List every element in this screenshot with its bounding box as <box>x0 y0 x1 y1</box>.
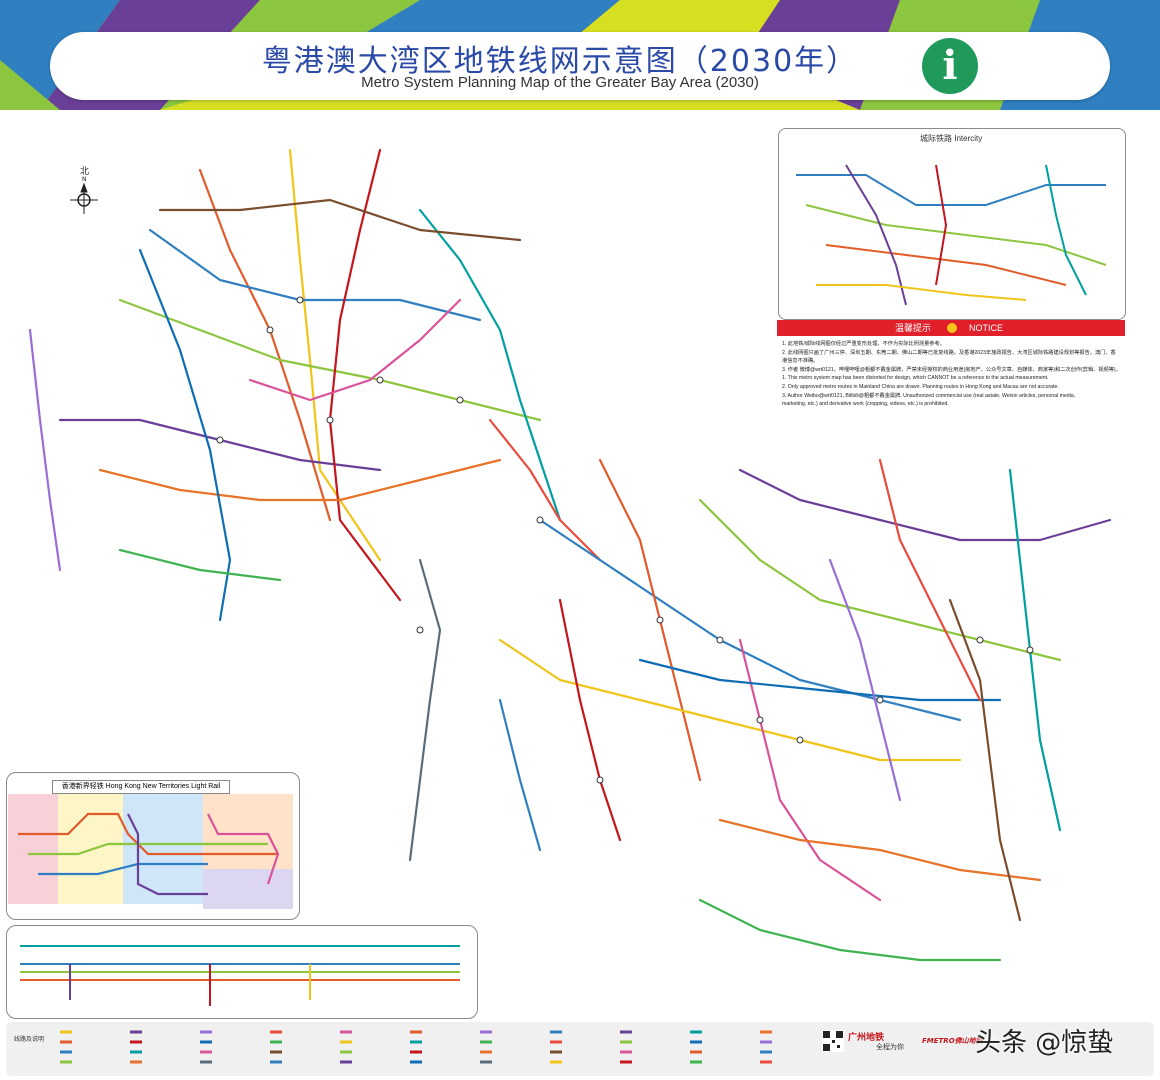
interchange-station <box>756 716 764 724</box>
north-label-en: N <box>82 176 87 183</box>
page-subtitle: Metro System Planning Map of the Greater… <box>361 74 759 91</box>
metro-line <box>718 818 1042 882</box>
intercity-line <box>935 164 948 286</box>
metro-line <box>28 328 62 572</box>
interchange-station <box>716 636 724 644</box>
interchange-station <box>876 696 884 704</box>
notice-line: 2. 此线网图只画了广州三停、深圳五期、东莞二期、佛山二期等已批复线路，及香港2… <box>782 349 1116 356</box>
notice-header: 温馨提示 NOTICE <box>777 320 1125 336</box>
notice-title-en: NOTICE <box>969 323 1004 333</box>
metro-line <box>828 558 902 802</box>
foshan-metro-logo: FMETRO佛山地铁 <box>922 1037 983 1045</box>
page-title: 粤港澳大湾区地铁线网示意图（2030年） <box>261 44 859 79</box>
metro-line <box>698 898 1002 962</box>
metro-line <box>498 638 962 762</box>
interchange-station <box>416 626 424 634</box>
metro-line <box>408 558 442 862</box>
intercity-line <box>816 284 1027 301</box>
north-label: 北 <box>80 167 90 177</box>
interchange-station <box>296 296 304 304</box>
interchange-station <box>656 616 664 624</box>
interchange-station <box>326 416 334 424</box>
intercity-line <box>825 244 1067 286</box>
guangzhou-metro-slogan: 全程为你 <box>876 1043 904 1051</box>
hk-light-rail-map <box>8 794 293 909</box>
legend-bar <box>6 1022 1154 1076</box>
intercity-map <box>796 164 1107 306</box>
metro-line <box>878 458 982 702</box>
intercity-line <box>796 174 1106 206</box>
metro-line <box>738 638 882 902</box>
hk-light-rail-title: 香港新界轻铁 Hong Kong New Territories Light R… <box>52 780 230 794</box>
metro-line <box>328 148 402 602</box>
metro-line <box>418 208 562 522</box>
metro-line <box>488 418 602 562</box>
legend-label: 线路及说明 <box>14 1037 45 1043</box>
notice-line: 2. Only approved metro routes in Mainlan… <box>782 383 1059 390</box>
interchange-station <box>796 736 804 744</box>
notice-line: 1. This metro system map has been distor… <box>782 375 1049 382</box>
interchange-station <box>596 776 604 784</box>
line-legend <box>60 1030 772 1064</box>
metro-line <box>198 168 332 522</box>
interchange-station <box>216 436 224 444</box>
intercity-title: 城际铁路 Intercity <box>920 134 983 143</box>
interchange-station <box>536 516 544 524</box>
metro-line <box>738 468 1112 542</box>
metro-line <box>148 228 482 322</box>
intercity-line <box>1045 164 1087 296</box>
notice-line: 3. 作者 微博@wrt0121，哔哩哔哩@粗都不戴金属牌，严禁未经授权的商业用… <box>782 366 1121 373</box>
metro-line <box>598 458 702 782</box>
smile-icon <box>947 323 957 333</box>
metro-line <box>98 458 502 502</box>
metro-line <box>948 598 1022 922</box>
metro-line <box>638 658 1002 702</box>
metro-line <box>248 298 462 402</box>
notice-title-cn: 温馨提示 <box>895 323 932 333</box>
guangzhou-metro-logo: 广州地铁 <box>848 1033 885 1043</box>
notice-line: 3. Author Weibo@wrt0121, Bilibili@粗都不戴金属… <box>782 392 1076 399</box>
strip-map <box>20 945 460 1006</box>
notice-body: 1. 此地铁/城际线网图仅经过严重变形处理，不作为实际比例测量参考。 2. 此线… <box>782 340 1122 409</box>
metro-line <box>498 698 542 852</box>
metro-line <box>118 548 282 582</box>
notice-line: marketing, etc.) and derivative work (cr… <box>782 401 949 408</box>
metro-line <box>118 298 542 422</box>
interchange-station <box>1026 646 1034 654</box>
interchange-station <box>456 396 464 404</box>
metro-map[interactable] <box>0 110 1160 1020</box>
intercity-line <box>845 164 907 306</box>
watermark: 头条 @惊蛰 <box>975 1028 1114 1058</box>
metro-line <box>158 198 522 242</box>
compass-icon <box>70 182 98 214</box>
notice-line: 港信息不准确。 <box>782 358 819 365</box>
interchange-station <box>266 326 274 334</box>
interchange-station <box>376 376 384 384</box>
metro-line <box>698 498 1062 662</box>
interchange-station <box>976 636 984 644</box>
intercity-panel <box>778 128 1126 320</box>
qr-code-icon <box>822 1030 844 1052</box>
notice-line: 1. 此地铁/城际线网图仅经过严重变形处理，不作为实际比例测量参考。 <box>782 341 945 347</box>
metro-line <box>138 248 232 622</box>
info-icon[interactable]: i <box>922 38 978 94</box>
metro-line <box>558 598 622 842</box>
